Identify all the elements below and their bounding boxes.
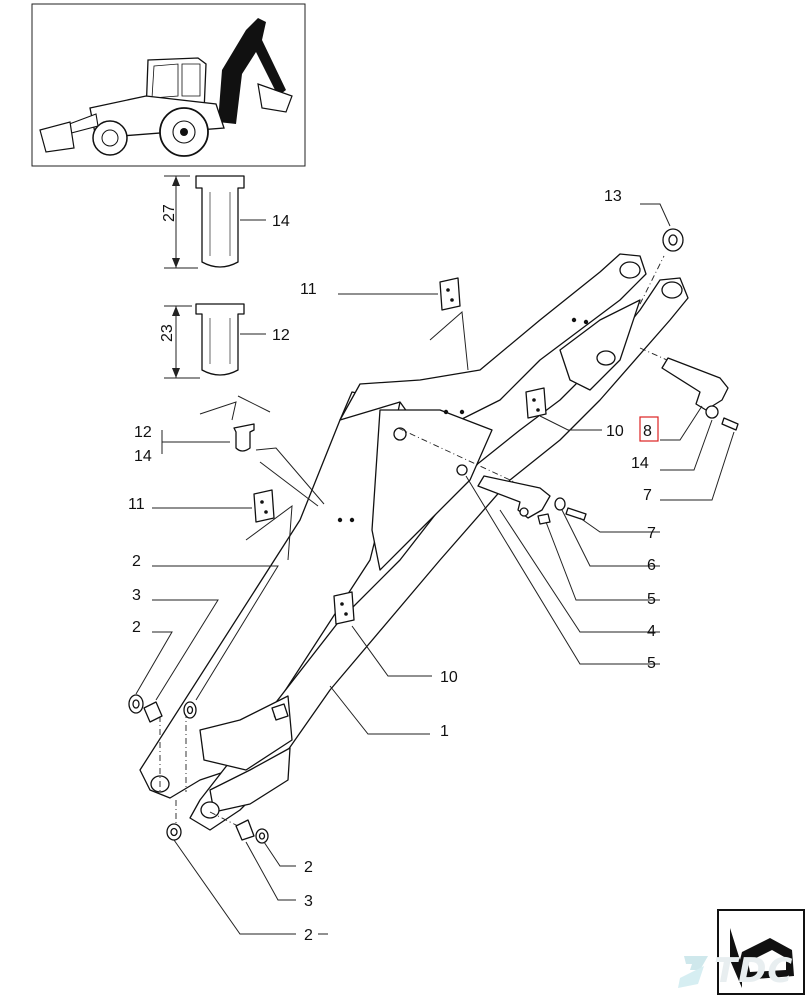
wear-pad-11-top — [338, 277, 469, 371]
pin-8 — [660, 357, 739, 501]
dimension-23: 23 — [159, 324, 176, 342]
dimension-27: 27 — [161, 204, 178, 222]
callout-14-pin: 14 — [272, 213, 290, 230]
wear-pad-10-top — [525, 387, 602, 431]
machine-thumbnail — [31, 3, 306, 167]
callout-7-right: 7 — [643, 487, 652, 504]
pin-14-detail — [164, 175, 266, 269]
callout-12-left: 12 — [134, 424, 152, 441]
callout-12-pin: 12 — [272, 327, 290, 344]
callout-13: 13 — [604, 188, 622, 205]
backhoe-loader-icon — [39, 18, 293, 157]
seals-left-lower — [166, 819, 328, 935]
callout-11-left: 11 — [128, 496, 145, 513]
callout-5-b: 5 — [647, 655, 656, 672]
callout-7-mid: 7 — [647, 525, 656, 542]
callout-14-right: 14 — [631, 455, 649, 472]
tdc-logo-icon — [678, 956, 708, 988]
callout-11-top: 11 — [300, 281, 317, 298]
callout-14-left: 14 — [134, 448, 152, 465]
callout-2-b: 2 — [132, 619, 141, 636]
callout-2-d: 2 — [304, 927, 313, 944]
callout-5-a: 5 — [647, 591, 656, 608]
callout-1: 1 — [440, 723, 449, 740]
callout-8: 8 — [643, 423, 652, 440]
page-arrow-icon[interactable] — [717, 909, 805, 995]
pin-12-detail — [164, 303, 266, 379]
boom-assembly — [139, 253, 689, 831]
callout-10-top: 10 — [606, 423, 624, 440]
leader-1 — [329, 685, 430, 735]
callout-10-mid: 10 — [440, 669, 458, 686]
callout-4: 4 — [647, 623, 656, 640]
washer-13 — [640, 203, 684, 252]
highlight-box-8 — [639, 416, 659, 442]
seals-left-upper — [128, 565, 279, 723]
callout-2-a: 2 — [132, 553, 141, 570]
watermark-text: TDC — [714, 951, 793, 991]
callout-2-c: 2 — [304, 859, 313, 876]
callout-6: 6 — [647, 557, 656, 574]
pin-middle — [456, 464, 660, 665]
callout-3-b: 3 — [304, 893, 313, 910]
wear-pad-10-mid — [333, 591, 432, 677]
bushing-small — [161, 395, 325, 507]
callout-3-a: 3 — [132, 587, 141, 604]
wear-pad-11-left — [152, 489, 293, 561]
